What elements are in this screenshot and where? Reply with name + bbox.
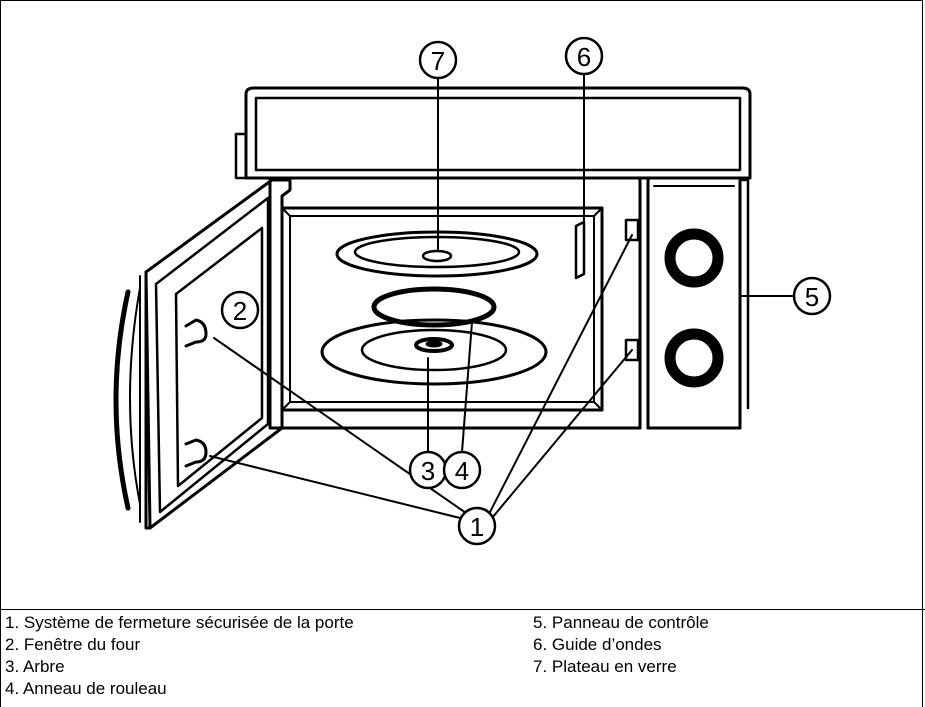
callout-7: 7: [431, 46, 445, 76]
callout-circle-7: [418, 40, 458, 80]
waveguide: [574, 220, 586, 280]
legend-divider: [0, 609, 925, 610]
legend-left-column: 1. Système de fermeture sécurisée de la …: [5, 612, 354, 700]
callout-circles: [220, 36, 832, 546]
legend-item-7: 7. Plateau en verre: [533, 657, 677, 676]
legend-item-4: 4. Anneau de rouleau: [5, 679, 167, 698]
microwave-diagram: 7 6 5 2 3 4 1: [113, 36, 832, 546]
legend-item-5: 5. Panneau de contrôle: [533, 613, 709, 632]
microwave-top-panel: [234, 86, 752, 180]
leader-lines: [209, 74, 795, 519]
callout-1: 1: [470, 512, 484, 542]
callout-3: 3: [421, 456, 435, 486]
callout-circle-6: [564, 36, 604, 76]
legend-right-column: 5. Panneau de contrôle 6. Guide d’ondes …: [533, 612, 709, 678]
oven-cavity: [280, 206, 604, 412]
callout-4: 4: [455, 456, 469, 486]
callout-circle-5: [792, 276, 832, 316]
legend-item-1: 1. Système de fermeture sécurisée de la …: [5, 613, 354, 632]
legend-item-2: 2. Fenêtre du four: [5, 635, 141, 654]
callout-2: 2: [233, 296, 247, 326]
callout-6: 6: [577, 42, 591, 72]
callout-circle-1: [457, 506, 497, 546]
control-panel: [646, 176, 742, 430]
callout-circle-2: [220, 290, 260, 330]
door-latch-hooks: [184, 318, 208, 468]
door-latch-slots: [624, 218, 640, 362]
oven-door: [113, 178, 292, 530]
legend-item-3: 3. Arbre: [5, 657, 65, 676]
legend-item-6: 6. Guide d’ondes: [533, 635, 662, 654]
callout-circle-4: [442, 450, 482, 490]
glass-tray: [320, 318, 548, 386]
callout-5: 5: [805, 282, 819, 312]
roller-ring: [371, 286, 497, 328]
